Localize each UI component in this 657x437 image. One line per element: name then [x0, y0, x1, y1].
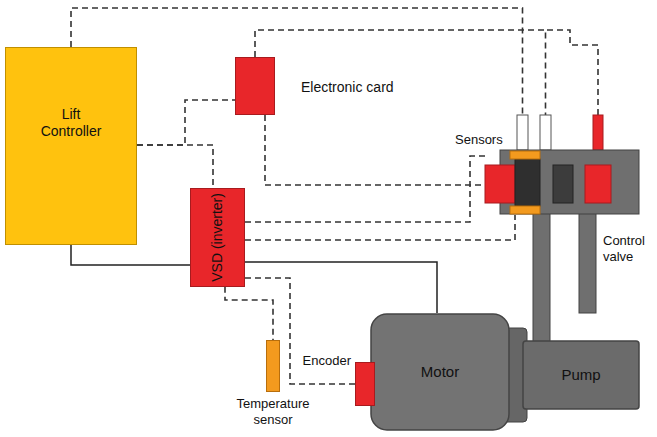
- encoder: Encoder: [355, 362, 375, 406]
- node-label: Pump: [561, 366, 600, 384]
- electronic-card: Electronic card: [235, 57, 275, 115]
- node-label: Motor: [421, 363, 459, 381]
- signal-wire: [245, 156, 485, 222]
- control-valve-outline: [485, 115, 640, 215]
- temperature-sensor: Temperature sensor: [266, 340, 280, 392]
- signal-wire: [225, 287, 273, 340]
- position-sensor: [510, 151, 540, 159]
- signal-wire: [245, 278, 355, 384]
- valve-spool: [515, 159, 540, 206]
- pipe: [579, 213, 596, 313]
- signal-wire: [137, 100, 235, 145]
- node-label: Control valve: [603, 233, 645, 264]
- sensor: [540, 115, 551, 150]
- power-cable: [71, 245, 190, 265]
- sensor-wire: [546, 30, 598, 115]
- signal-wire: [255, 30, 546, 115]
- valve-actuator: [585, 165, 611, 203]
- part-label: Sensors: [455, 132, 503, 147]
- signal-wire: [265, 115, 485, 185]
- motor: Motor: [370, 313, 510, 431]
- sensor: [517, 115, 528, 150]
- pump: Pump: [522, 340, 640, 410]
- valve-body: [500, 150, 639, 214]
- node-label: Temperature sensor: [237, 396, 310, 427]
- power-cable: [245, 262, 437, 313]
- sensor: [593, 115, 603, 150]
- node-label: VSD (inverter): [209, 193, 226, 282]
- controller-box: Lift Controller: [5, 47, 137, 245]
- motor-body: [371, 314, 509, 430]
- node-label: Encoder: [303, 353, 351, 369]
- signal-wire: [245, 215, 515, 240]
- position-sensor: [510, 206, 540, 214]
- signal-wire: [137, 145, 213, 188]
- valve-spool: [553, 165, 573, 203]
- pump-body: [523, 341, 639, 409]
- signal-wire: [71, 8, 523, 115]
- node-label: Electronic card: [301, 79, 394, 96]
- pipe: [533, 213, 550, 343]
- inverter-box: VSD (inverter): [190, 188, 245, 287]
- node-label: Lift Controller: [41, 106, 102, 140]
- valve-actuator: [485, 165, 515, 203]
- control-valve: Control valve: [485, 115, 640, 215]
